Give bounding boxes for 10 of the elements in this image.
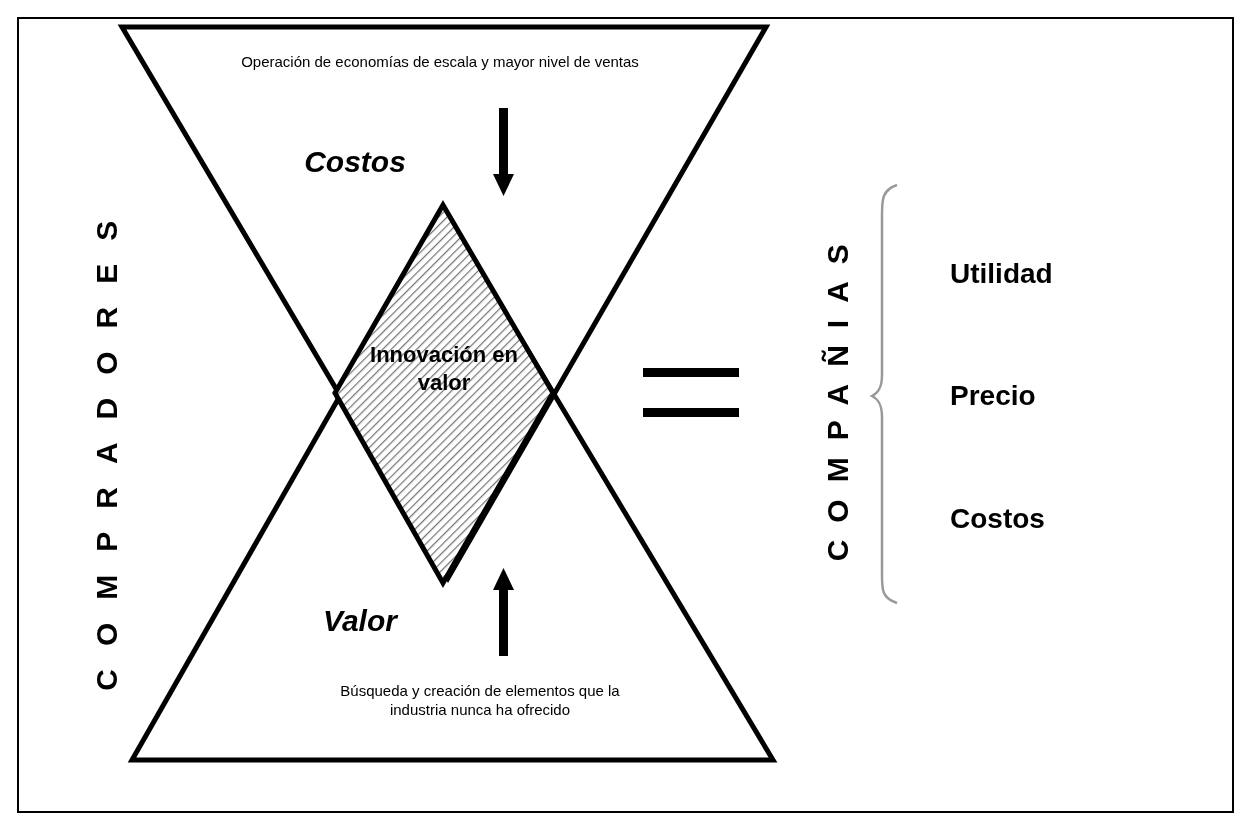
list-item-text: Precio <box>950 380 1036 413</box>
description-text: Operación de economías de escala y mayor nivel de ventas <box>240 53 640 72</box>
list-item-text: Utilidad <box>950 258 1053 291</box>
center-label: Innovación en valor <box>369 341 519 396</box>
list-item-text: Costos <box>950 503 1045 536</box>
heading-text: Costos <box>303 144 407 180</box>
vertical-label: COMPRADORES <box>89 196 124 693</box>
description-text: Búsqueda y creación de elementos que la industria nunca ha ofrecido <box>339 682 621 720</box>
vertical-label: COMPAÑIAS <box>820 226 855 564</box>
heading-text: Valor <box>322 603 400 639</box>
